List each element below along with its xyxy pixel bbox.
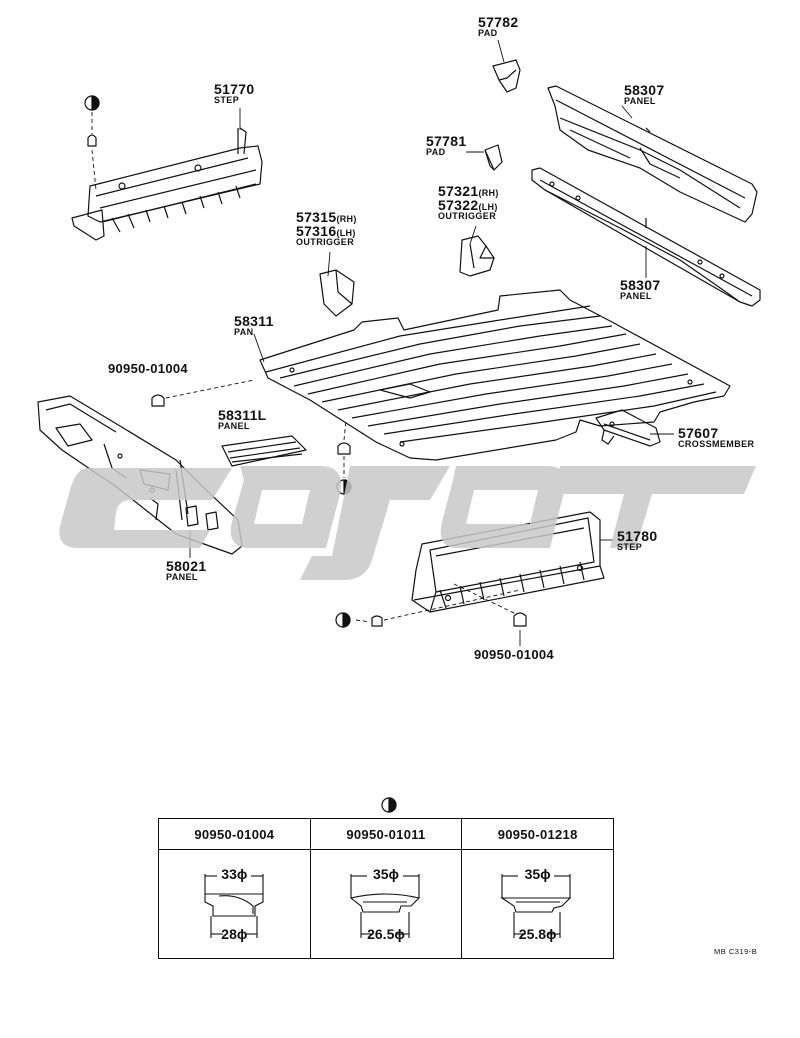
grommet-section-drawing: [500, 874, 572, 938]
figure-code: MB C319-B: [714, 947, 758, 956]
callout-58311L: 58311L PANEL: [218, 407, 267, 431]
grommet-spec-table: 90950-01004 90950-01011 90950-01218 33ϕ: [158, 818, 614, 959]
callout-58307-lower: 58307 PANEL: [620, 277, 661, 301]
spec-header-1: 90950-01004: [158, 818, 311, 850]
pad-57782-drawing: [492, 59, 521, 93]
callout-51780: 51780 STEP: [617, 528, 658, 552]
callout-57607: 57607 CROSSMEMBER: [678, 425, 755, 449]
crossmember-57607-drawing: [595, 409, 661, 447]
grommet-step-drawing: [371, 615, 383, 627]
grommet-section-drawing: [204, 874, 264, 938]
spec-cell-1: 33ϕ 28ϕ: [158, 849, 311, 959]
bottom-diameter: 26.5ϕ: [367, 926, 405, 942]
top-diameter: 35ϕ: [524, 866, 551, 882]
grommet-51780-drawing: [513, 612, 527, 627]
spec-cell-2: 35ϕ 26.5ϕ: [309, 849, 463, 959]
step-51770-drawing: [71, 127, 263, 241]
half-filled-circle-icon: [335, 612, 351, 628]
callout-57321-57322: 57321(RH) 57322(LH) OUTRIGGER: [438, 183, 499, 221]
grommet-center-drawing: [337, 442, 351, 455]
pan-58311-drawing: [259, 289, 731, 461]
callout-58307-upper: 58307 PANEL: [624, 82, 665, 106]
grommet-pan-drawing: [151, 394, 165, 407]
panel-58311L-drawing: [221, 435, 307, 467]
callout-57781: 57781 PAD: [426, 133, 467, 157]
callout-90950-01004-step: 90950-01004: [474, 647, 554, 662]
bottom-diameter: 28ϕ: [221, 926, 248, 942]
grommet-section-drawing: [349, 874, 420, 938]
callout-57782: 57782 PAD: [478, 14, 519, 38]
callout-90950-01004-pan: 90950-01004: [108, 361, 188, 376]
spec-header-3: 90950-01218: [461, 818, 614, 850]
panel-58307-upper-drawing: [547, 85, 758, 223]
spec-header-2: 90950-01011: [309, 818, 463, 850]
bottom-diameter: 25.8ϕ: [518, 926, 557, 942]
top-diameter: 33ϕ: [221, 866, 248, 882]
spec-cell-3: 35ϕ 25.8ϕ: [461, 849, 614, 959]
callout-58021: 58021 PANEL: [166, 558, 207, 582]
outrigger-57315-drawing: [319, 269, 355, 317]
grommet-51770-drawing: [87, 134, 97, 147]
top-diameter: 35ϕ: [372, 866, 400, 882]
half-filled-circle-icon: [381, 797, 397, 813]
panel-58307-lower-drawing: [531, 167, 761, 307]
callout-58311: 58311 PAN: [234, 313, 274, 337]
callout-57315-57316: 57315(RH) 57316(LH) OUTRIGGER: [296, 209, 357, 247]
callout-51770: 51770 STEP: [214, 81, 255, 105]
outrigger-57321-drawing: [459, 235, 495, 277]
pad-57781-drawing: [484, 144, 503, 171]
half-filled-circle-icon: [84, 95, 100, 111]
